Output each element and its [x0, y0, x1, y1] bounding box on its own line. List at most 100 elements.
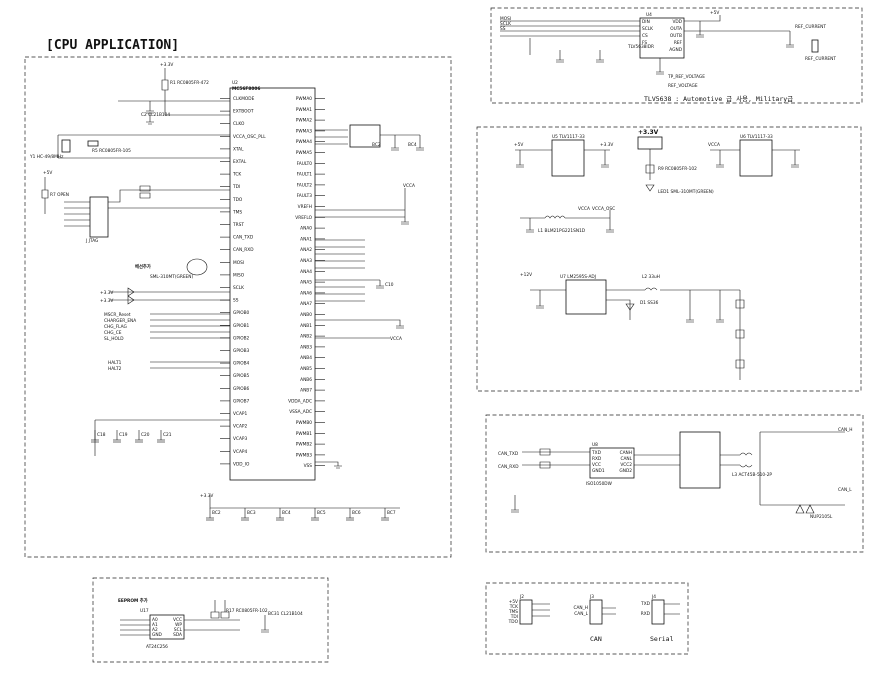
mcu-right-pin-label: VREFLO	[295, 215, 312, 221]
dac-input-wires	[500, 20, 640, 55]
mcu-right-pin-label: ANA6	[300, 290, 312, 296]
connector-j4	[651, 599, 665, 625]
mcu-right-pin-label: ANA5	[300, 280, 312, 286]
l2-label: L2 33uH	[642, 274, 660, 280]
jtag-connector	[89, 196, 109, 238]
vcc-5v-label: +5V	[43, 170, 52, 176]
mcu-left-pin-label: TDO	[232, 197, 243, 203]
led2-label: LED1 SML-310MT(GREEN)	[658, 189, 714, 195]
vcca-top-label: VCCA	[403, 183, 415, 189]
j2-pin-label: TCK	[509, 604, 518, 610]
mcu-right-pin-label: ANB6	[300, 377, 312, 383]
can-out-h: CAN_H	[838, 427, 853, 433]
power-rail-label: +12V	[520, 272, 532, 278]
led-add-circle	[186, 258, 208, 276]
r7-wire	[41, 177, 49, 214]
j2-label: J2	[519, 594, 524, 600]
mcu-right-pin-label: FAULT0	[297, 161, 313, 167]
led1-part: SML-310MT(GREEN)	[150, 274, 193, 280]
mcu-right-pins: PWMA0PWMA1PWMA2PWMA3PWMA4PWMA5FAULT0FAUL…	[288, 96, 325, 469]
mcu-right-pin-label: ANB5	[300, 366, 312, 372]
mcu-right-pin-label: PWMA1	[296, 107, 312, 113]
can-cap	[511, 495, 519, 513]
feedback-resistors	[735, 299, 745, 369]
vcap-wires	[94, 419, 400, 509]
vss-wire	[315, 461, 342, 469]
mcu-left-pin-label: EXTAL	[233, 159, 247, 165]
serial-connector-label: Serial	[650, 635, 674, 643]
dac-pin-label: VDD	[672, 19, 682, 25]
power-rail-label: +3.3V	[638, 129, 659, 136]
dac-chip	[639, 17, 685, 59]
dac-in-sclk: SCLK	[500, 21, 511, 27]
crystal-y1	[61, 139, 71, 153]
y1-label: Y1 HC-49/8MHz	[29, 154, 64, 160]
inductor-l2	[644, 287, 658, 291]
j2-pin-label: TMS	[508, 609, 518, 615]
mcu-part: MC56F8006	[232, 86, 260, 92]
dac-voltage-label: REF_VOLTAGE	[668, 83, 698, 89]
mcu-right-pin-label: ANA0	[300, 226, 312, 232]
bottom-vcc-label: +3.3V	[200, 493, 213, 499]
connector-block-frame	[485, 582, 689, 655]
cpu-block-frame	[24, 56, 452, 558]
mcu-left-pin-label: GPIOB0	[233, 310, 250, 316]
xtal-wire	[57, 134, 230, 159]
dac-pin-label: CS	[642, 33, 648, 39]
dac-pin-label: OUTA	[670, 26, 682, 32]
cpu-vcc-label: +3.3V	[160, 62, 173, 68]
mcu-left-pin-label: GPIOB1	[233, 323, 250, 329]
eeprom-pin-label: SDA	[173, 632, 182, 638]
mcu-left-pin-label: SS	[233, 298, 239, 304]
r1-wire	[161, 68, 230, 116]
j4-label: J4	[651, 594, 656, 600]
vcca-rail: VCCA	[578, 206, 590, 212]
mcu-right-pin-label: ANA3	[300, 258, 312, 264]
mcu-left-pin-label: CAN_RXD	[233, 247, 254, 253]
misc-signal-label: MSCR_Reset	[104, 312, 131, 318]
mcu-left-pin-label: VCAP3	[233, 436, 247, 442]
mcu-left-pin-label: GPIOB3	[233, 348, 250, 354]
can-section: U8 ISO1050DW TXDRXDVCCGND1CANHCANLVCC2GN…	[498, 427, 853, 520]
connector-j2	[519, 599, 533, 625]
mcu-right-pin-label: ANB1	[300, 323, 312, 329]
mcu-right-pin-label: PWMB1	[296, 431, 312, 437]
eeprom-pin-label: WP	[175, 622, 182, 628]
buck-u7	[565, 279, 607, 315]
ref-header	[349, 124, 381, 148]
misc-signal-list: MSCR_ResetCHARGER_ENACHG_FLAGCHG_CESL_HO…	[104, 312, 136, 342]
can-input-wires	[522, 448, 590, 469]
dac-pin-label: OUTB	[670, 33, 682, 39]
can-resistor-box	[679, 431, 721, 489]
mcu-right-pin-label: ANA2	[300, 247, 312, 253]
mcu-right-pin-label: FAULT2	[297, 182, 313, 188]
can-pin-label: GND1	[592, 468, 605, 474]
capacitor-label: C20	[141, 432, 150, 438]
led-wires	[110, 287, 230, 305]
j2-pin-label: +5V	[509, 599, 518, 605]
c10-label: C10	[385, 282, 394, 288]
mcu-right-pin-label: VDDA_ADC	[288, 398, 312, 404]
dac-in-ss: SS	[500, 26, 506, 32]
mcu-right-pin-label: PWMA3	[296, 128, 312, 134]
dac-current-label: REF_CURRENT	[805, 56, 836, 62]
bc2-label: BC2	[372, 142, 381, 148]
l1-label: L1 BLM21PG221SN1D	[538, 228, 586, 234]
power-block-frame	[476, 126, 862, 392]
misc-signal-label: SL_HOLD	[104, 336, 124, 342]
ferrite-wires	[520, 210, 614, 233]
mcu-right-pin-label: ANA7	[300, 301, 312, 307]
can-pin-label: TXD	[591, 450, 602, 456]
mcu-left-pin-label: VCAP4	[233, 449, 247, 455]
mcu-right-pin-label: VSS	[304, 463, 313, 469]
buck-wires	[530, 289, 741, 380]
dac-pin-label: FS	[642, 40, 647, 46]
r5-resistor	[87, 140, 99, 147]
mcu-right-pin-label: PWMB2	[296, 442, 312, 448]
mcu-left-pin-label: VCAP1	[233, 411, 247, 417]
connector-j3	[589, 599, 603, 625]
can-pin-label: CANH	[620, 450, 632, 456]
